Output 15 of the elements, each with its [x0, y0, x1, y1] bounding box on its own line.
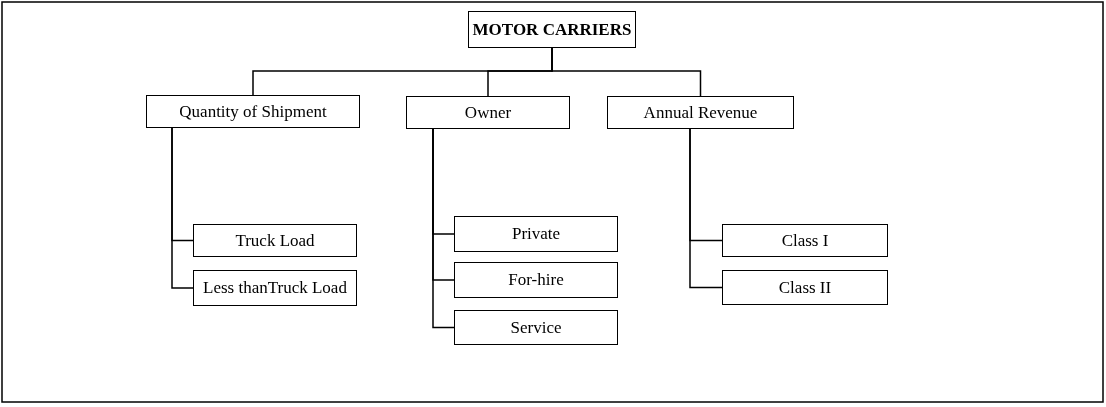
- category-box: Private: [454, 216, 618, 252]
- category-box: For-hire: [454, 262, 618, 298]
- category-box: Service: [454, 310, 618, 345]
- root-box: MOTOR CARRIERS: [468, 11, 636, 48]
- category-box: Owner: [406, 96, 570, 129]
- category-box: Truck Load: [193, 224, 357, 257]
- category-box: Quantity of Shipment: [146, 95, 360, 128]
- category-box: Annual Revenue: [607, 96, 794, 129]
- connector-line: [689, 128, 723, 289]
- connector-line: [171, 127, 194, 289]
- category-box: Class I: [722, 224, 888, 257]
- category-box: Class II: [722, 270, 888, 305]
- connector-line: [432, 128, 455, 329]
- category-box: Less thanTruck Load: [193, 270, 357, 306]
- connector-line: [551, 47, 702, 97]
